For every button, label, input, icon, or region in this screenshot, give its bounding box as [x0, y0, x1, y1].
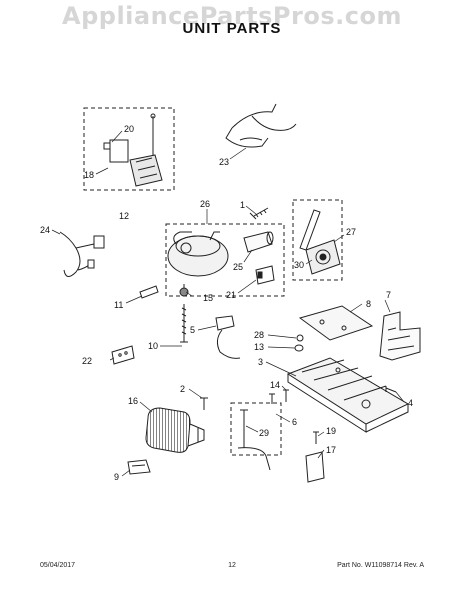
power-cord-part — [59, 231, 105, 277]
group-box-26 — [165, 223, 285, 297]
tube-part-29 — [240, 409, 248, 448]
callout-12: 12 — [119, 211, 129, 221]
base-pan-part — [286, 357, 410, 433]
footer-page-number: 12 — [228, 562, 236, 569]
callout-19: 19 — [326, 426, 336, 436]
watermark: AppliancePartsPros.com — [62, 2, 402, 30]
footer-part-number: Part No. W11098714 Rev. A — [337, 562, 424, 569]
wire-harness-part — [225, 103, 297, 148]
group-box-29 — [230, 402, 282, 456]
callout-7: 7 — [386, 290, 391, 300]
leader-lines — [51, 130, 405, 477]
callout-21: 21 — [226, 290, 236, 300]
plug-part-13 — [294, 344, 304, 352]
screw-part-2 — [200, 397, 208, 410]
drain-tube-part — [215, 315, 241, 359]
screw-part-1 — [249, 207, 269, 220]
insulation-part — [379, 311, 421, 361]
cover-plate-part — [298, 305, 374, 341]
callout-10: 10 — [148, 341, 158, 351]
callout-29: 29 — [259, 428, 269, 438]
callout-23: 23 — [219, 157, 229, 167]
callout-26: 26 — [200, 199, 210, 209]
callout-13: 13 — [254, 342, 264, 352]
grommet-part-28 — [296, 334, 304, 342]
callout-9: 9 — [114, 472, 119, 482]
group-box-27 — [292, 199, 343, 281]
pad-part-9 — [127, 459, 151, 475]
callout-28: 28 — [254, 330, 264, 340]
callout-15: 15 — [203, 293, 213, 303]
control-board-part — [103, 113, 163, 187]
callout-6: 6 — [292, 417, 297, 427]
callout-8: 8 — [366, 299, 371, 309]
callout-17: 17 — [326, 445, 336, 455]
mount-stud-part — [139, 285, 159, 299]
screw-part-14 — [283, 389, 289, 402]
callout-4: 4 — [408, 398, 413, 408]
callout-14: 14 — [270, 380, 280, 390]
relay-part — [255, 265, 275, 285]
compressor-part — [167, 231, 229, 277]
footer-date: 05/04/2017 — [40, 562, 76, 569]
callout-25: 25 — [233, 262, 243, 272]
group-box-12 — [83, 107, 175, 191]
callout-1: 1 — [240, 200, 245, 210]
callout-labels: 20 18 12 23 24 1 26 27 30 25 21 15 11 8 … — [40, 124, 413, 482]
callout-18: 18 — [84, 170, 94, 180]
callout-22: 22 — [82, 356, 92, 366]
bracket-part-22 — [111, 345, 135, 365]
callout-3: 3 — [258, 357, 263, 367]
callout-5: 5 — [190, 325, 195, 335]
fan-bracket-part — [299, 209, 341, 275]
condenser-part — [145, 407, 205, 453]
grommet-part-15 — [179, 287, 189, 297]
callout-11: 11 — [114, 300, 123, 310]
callout-16: 16 — [128, 396, 138, 406]
callout-20: 20 — [124, 124, 134, 134]
bolt-part-10 — [180, 304, 188, 343]
screw-part-4 — [385, 386, 397, 393]
callout-30: 30 — [294, 260, 304, 270]
screw-part-6 — [269, 393, 275, 404]
screw-part-19 — [313, 431, 319, 444]
callout-24: 24 — [40, 225, 50, 235]
page-title: UNIT PARTS — [182, 20, 282, 37]
bracket-part-17 — [305, 451, 325, 483]
callout-27: 27 — [346, 227, 356, 237]
capacitor-part — [243, 231, 273, 253]
callout-2: 2 — [180, 384, 185, 394]
